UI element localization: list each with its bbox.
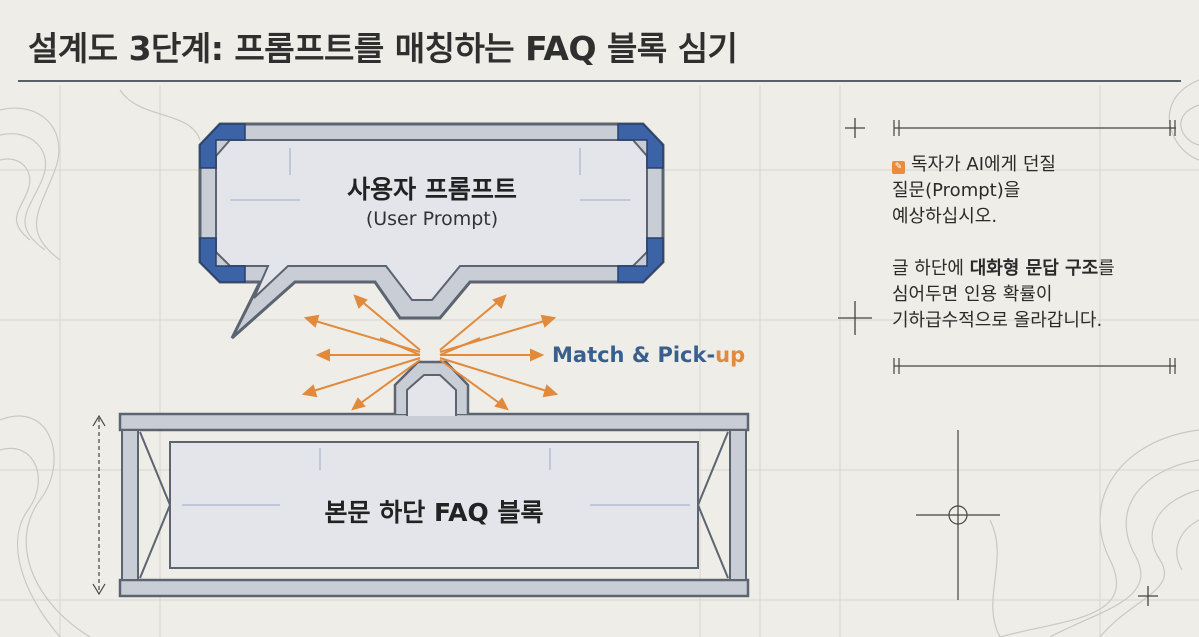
side-note-para2: 글 하단에 대화형 문답 구조를 심어두면 인용 확률이 기하급수적으로 올라갑…	[892, 256, 1182, 334]
dimension-line-bottom	[893, 358, 1176, 374]
side-note-line1: 독자가 AI에게 던질	[911, 154, 1056, 175]
match-label-main: Match & Pick-	[552, 343, 716, 367]
side-note-line5: 심어두면 인용 확률이	[892, 284, 1053, 305]
user-prompt-bubble	[198, 122, 665, 340]
topo-contours-left	[0, 89, 201, 637]
side-note-line4-bold: 대화형 문답 구조	[969, 258, 1099, 279]
side-note-line3: 예상하십시오.	[892, 206, 998, 227]
bubble-subtitle: (User Prompt)	[365, 208, 499, 230]
bubble-title: 사용자 프롬프트	[347, 175, 517, 204]
block-height-dimension	[92, 414, 106, 596]
match-label-accent: up	[715, 343, 746, 367]
side-note-line4-pre: 글 하단에	[892, 258, 970, 279]
match-label: Match & Pick-up	[552, 343, 745, 367]
side-note-para1: ✎ 독자가 AI에게 던질 질문(Prompt)을 예상하십시오.	[892, 152, 1182, 230]
title-divider	[18, 80, 1181, 82]
target-crosshair	[916, 430, 1000, 600]
page-title: 설계도 3단계: 프롬프트를 매칭하는 FAQ 블록 심기	[28, 29, 738, 68]
match-arrows	[301, 294, 559, 411]
faq-block-frame	[118, 360, 750, 598]
side-note: ✎ 독자가 AI에게 던질 질문(Prompt)을 예상하십시오. 글 하단에 대…	[892, 152, 1182, 334]
dimension-line-top	[893, 120, 1176, 136]
faq-block-title: 본문 하단 FAQ 블록	[324, 498, 544, 527]
side-note-line4-post: 를	[1098, 258, 1115, 279]
side-note-line6: 기하급수적으로 올라갑니다.	[892, 310, 1103, 331]
side-note-line2: 질문(Prompt)을	[892, 180, 1021, 201]
pin-icon: ✎	[892, 161, 905, 174]
crosshair-marks	[838, 118, 1158, 606]
